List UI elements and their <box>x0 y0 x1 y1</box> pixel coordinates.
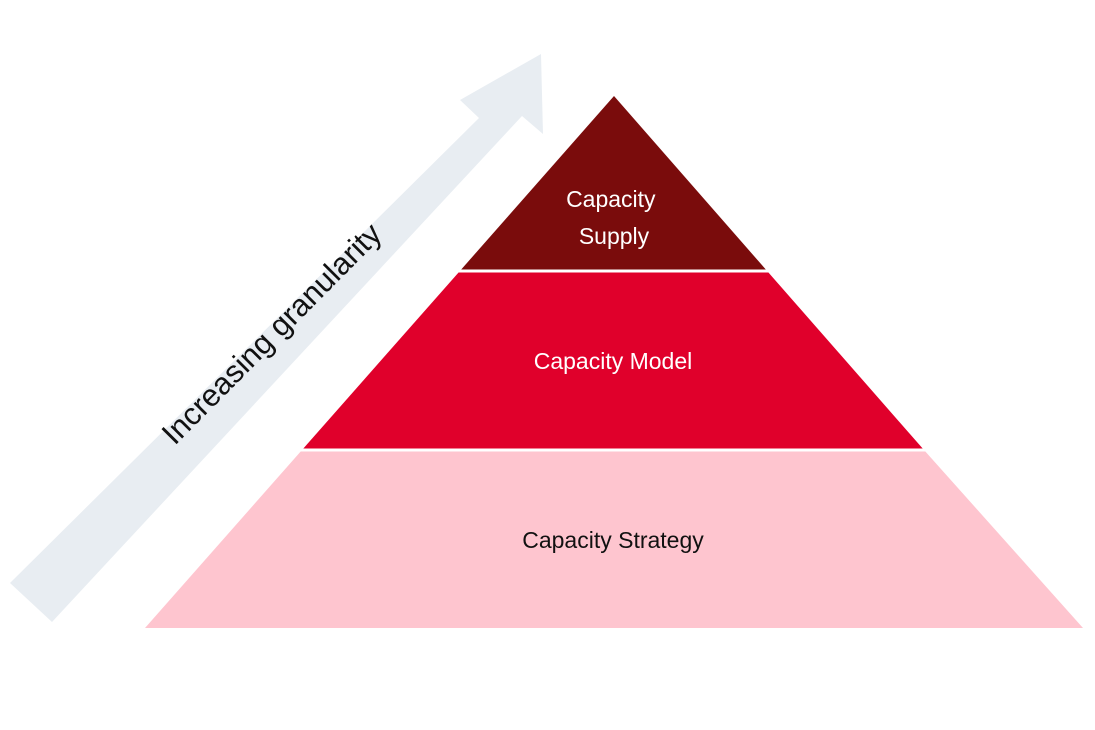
pyramid-tier-capacity-model <box>302 272 924 450</box>
pyramid-tier-capacity-supply <box>459 96 768 272</box>
tier-label-line: Capacity Model <box>534 348 693 374</box>
tier-label-line: Supply <box>579 223 650 249</box>
pyramid <box>145 96 1083 628</box>
pyramid-tier-capacity-strategy <box>145 450 1083 628</box>
tier-label-line: Capacity Strategy <box>522 527 704 553</box>
tier-label-capacity-model: Capacity Model <box>534 348 693 374</box>
pyramid-labels: Capacity Supply Capacity Model Capacity … <box>522 186 704 553</box>
tier-label-line: Capacity <box>566 186 656 212</box>
tier-label-capacity-strategy: Capacity Strategy <box>522 527 704 553</box>
tier-label-capacity-supply: Capacity Supply <box>566 186 662 249</box>
arrow-shape <box>10 54 543 622</box>
